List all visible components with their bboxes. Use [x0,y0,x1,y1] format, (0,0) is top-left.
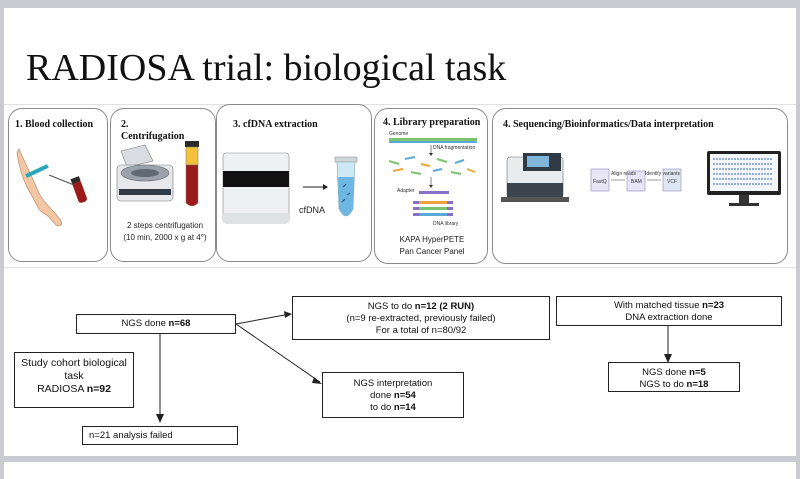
interpretation-todo-count: n=14 [393,402,416,413]
next-slide-edge [4,462,796,479]
library-caption-2: Pan Cancer Panel [399,247,465,256]
extraction-illustration [222,152,358,224]
vcf-label: VCF [667,179,677,185]
identify-label: Identify variants [645,171,681,177]
centrifugation-caption-1: 2 steps centrifugation [126,221,204,230]
step-sequencing-label: 4. Sequencing/Bioinformatics/Data interp… [503,119,714,130]
interpretation-done-count: n=54 [393,390,416,401]
step-sequencing: 4. Sequencing/Bioinformatics/Data interp… [492,108,788,264]
ngs-todo-box: NGS to do n=12 (2 RUN) (n=9 re-extracted… [292,296,550,340]
fastq-label: FastQ [593,179,607,185]
blood-tube-icon [185,141,199,207]
matched-ngs-done-label: NGS done [642,367,690,378]
flow-connectors [156,311,672,423]
bioinformatics-pipeline [590,168,682,192]
step-library-label: 4. Library preparation [383,117,481,128]
ngs-todo-line-3: For a total of n=80/92 [375,325,467,336]
adapter-label: Adapter [397,188,415,194]
centrifuge-illustration [116,144,174,202]
ngs-todo-count: n=12 (2 RUN) [414,301,475,312]
matched-tissue-box: With matched tissue n=23 DNA extraction … [556,296,782,326]
ngs-done-label: NGS done [121,318,169,329]
step-centrifugation-label: Centrifugation [121,131,185,142]
interpretation-box: NGS interpretation done n=54 to do n=14 [322,372,464,418]
arm-illustration [16,148,87,227]
matched-ngs-todo-label: NGS to do [639,379,687,390]
fragmentation-label: DNA fragmentation [433,145,476,151]
ngs-done-box: NGS done n=68 [76,314,236,334]
dna-library-label: DNA library [433,221,459,227]
library-caption-1: KAPA HyperPETE [399,235,465,244]
genome-label: Genome [389,131,409,137]
monitor-icon [707,151,781,206]
matched-tissue-label: With matched tissue [613,300,703,311]
ngs-todo-label: NGS to do [367,301,415,312]
step-library-preparation: 4. Library preparation Genome DNA fragme… [374,108,488,264]
matched-tissue-line-2: DNA extraction done [625,312,713,323]
step-centrifugation-number: 2. [121,119,129,130]
analysis-failed-box: n=21 analysis failed [82,426,238,445]
step-extraction-label: 3. cfDNA extraction [233,119,318,130]
cohort-count: n=92 [86,383,111,395]
sequencer-illustration [501,153,569,202]
ngs-todo-line-2: (n=9 re-extracted, previously failed) [346,313,496,324]
align-label: Align reads [611,171,637,177]
analysis-failed-label: n=21 analysis failed [89,430,173,441]
interpretation-line-1: NGS interpretation [353,378,433,389]
library-prep-illustration [388,138,477,216]
matched-ngs-box: NGS done n=5 NGS to do n=18 [608,362,740,392]
slide: RADIOSA trial: biological task 1. Blood … [4,8,796,456]
step-blood-label: 1. Blood collection [15,119,94,130]
bam-label: BAM [631,179,642,185]
cfdna-tube-label: cfDNA [299,205,326,215]
interpretation-todo-label: to do [370,402,394,413]
matched-tissue-count: n=23 [702,300,725,311]
cohort-line-1: Study cohort biological [21,357,127,369]
step-centrifugation: 2. Centrifugation 2 steps centrifugation… [110,108,216,262]
cohort-line-3: RADIOSA [37,383,87,395]
slide-title: RADIOSA trial: biological task [26,47,507,89]
step-blood-collection: 1. Blood collection [8,108,108,262]
ngs-done-count: n=68 [168,318,191,329]
interpretation-done-label: done [370,390,394,401]
centrifugation-caption-2: (10 min, 2000 x g at 4°) [123,233,207,242]
cohort-box: Study cohort biological task RADIOSA n=9… [14,352,134,408]
step-cfdna-extraction: 3. cfDNA extraction cfDNA [216,104,372,262]
matched-ngs-done-count: n=5 [689,367,706,378]
cohort-line-2: task [64,370,84,382]
matched-ngs-todo-count: n=18 [686,379,709,390]
